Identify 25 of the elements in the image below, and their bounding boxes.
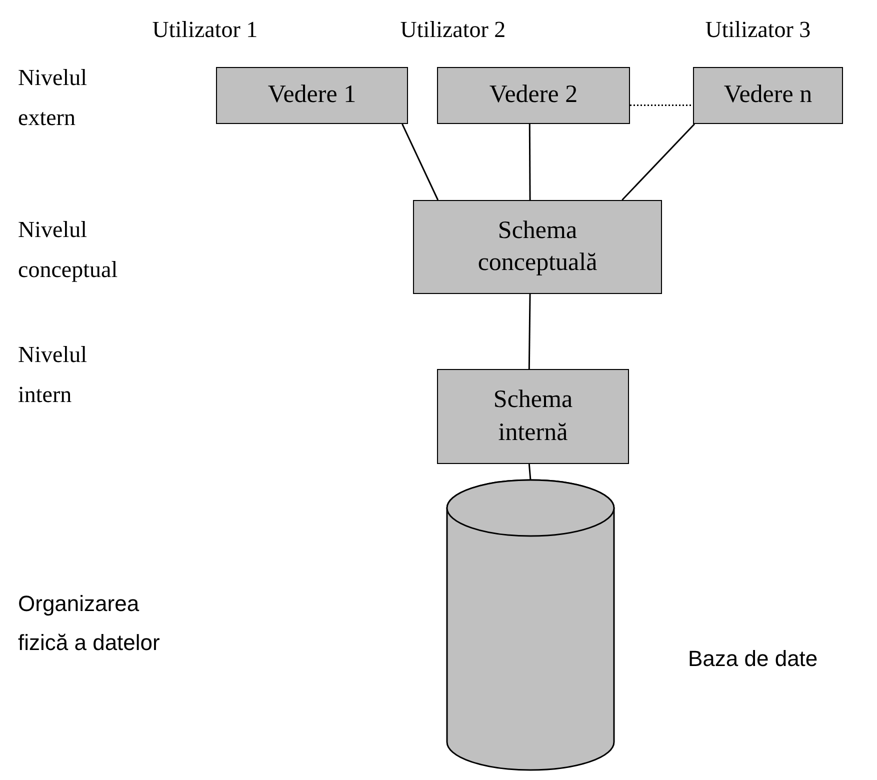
connector-line bbox=[528, 464, 532, 480]
box-label: Schema conceptuală bbox=[476, 216, 598, 278]
user-label: Utilizator 1 bbox=[151, 16, 259, 44]
node-label: Baza de date bbox=[688, 645, 819, 673]
level-label: Nivelul intern bbox=[18, 341, 88, 410]
level-label: Nivelul extern bbox=[18, 64, 88, 132]
process-box bbox=[693, 67, 843, 124]
user-label: Utilizator 3 bbox=[704, 16, 812, 44]
process-box bbox=[413, 200, 662, 294]
user-label: Utilizator 2 bbox=[399, 16, 507, 44]
connector-line bbox=[402, 124, 439, 200]
database-cylinder bbox=[446, 479, 615, 771]
connector-line bbox=[622, 123, 696, 201]
box-label: Vedere 1 bbox=[268, 80, 356, 110]
level-label: Organizarea fizică a datelor bbox=[18, 590, 161, 656]
process-box bbox=[437, 369, 629, 464]
box-label: Vedere 2 bbox=[489, 80, 578, 110]
process-box bbox=[216, 67, 408, 124]
connector-line bbox=[528, 124, 531, 200]
box-label: Schema internă bbox=[492, 385, 574, 448]
level-label: Nivelul conceptual bbox=[18, 216, 119, 284]
connector-line bbox=[528, 294, 531, 369]
process-box bbox=[437, 67, 630, 124]
box-label: Vedere n bbox=[724, 80, 812, 110]
dotted-line bbox=[630, 104, 693, 106]
